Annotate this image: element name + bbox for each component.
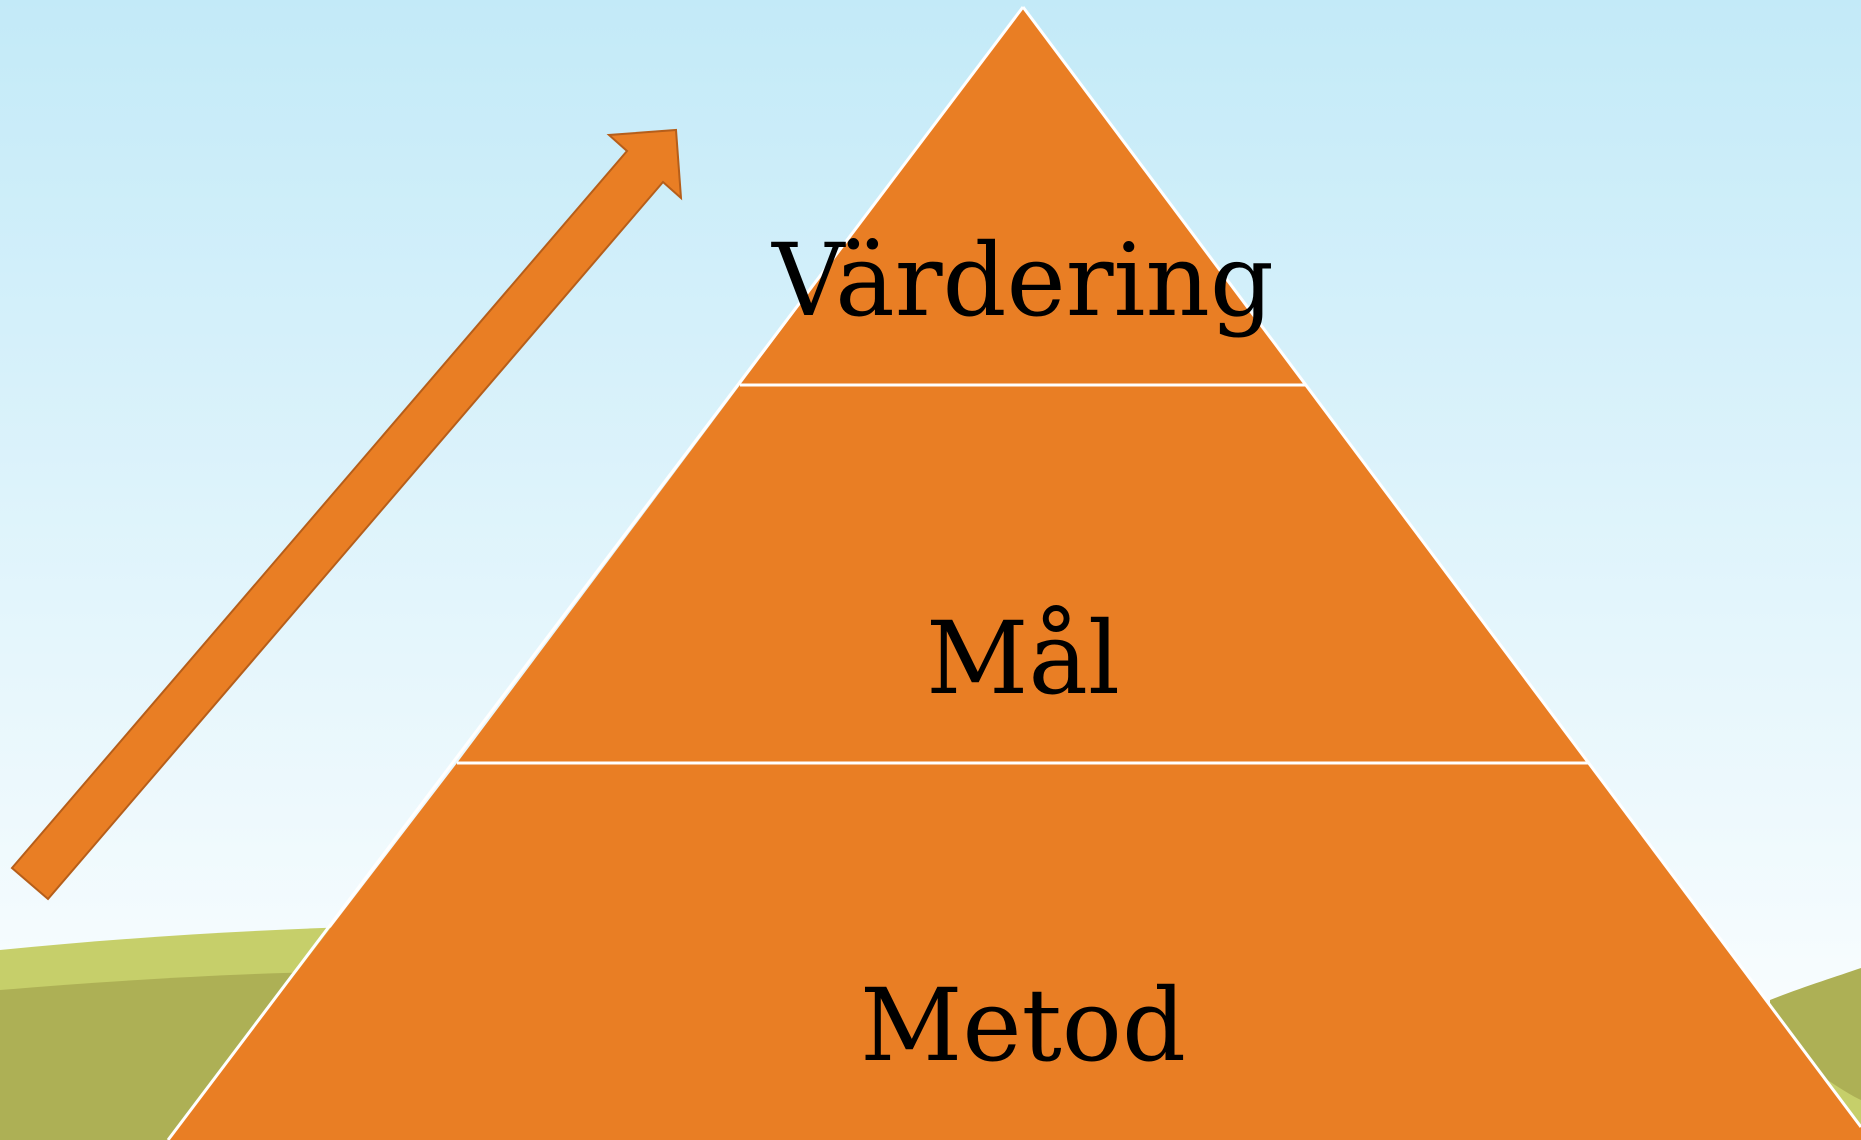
pyramid-edge-right: [1021, 6, 1861, 1128]
tier-label-middle: Mål: [926, 600, 1120, 717]
pyramid-tier-bottom: [168, 763, 1861, 1140]
pyramid-tier-middle: [457, 385, 1589, 763]
up-right-arrow: [10, 128, 683, 901]
tier-label-bottom: Metod: [860, 967, 1186, 1084]
pyramid-tier-top: [740, 7, 1306, 385]
pyramid-edge-left: [166, 6, 1025, 1140]
tier-label-top: Värdering: [771, 222, 1274, 339]
